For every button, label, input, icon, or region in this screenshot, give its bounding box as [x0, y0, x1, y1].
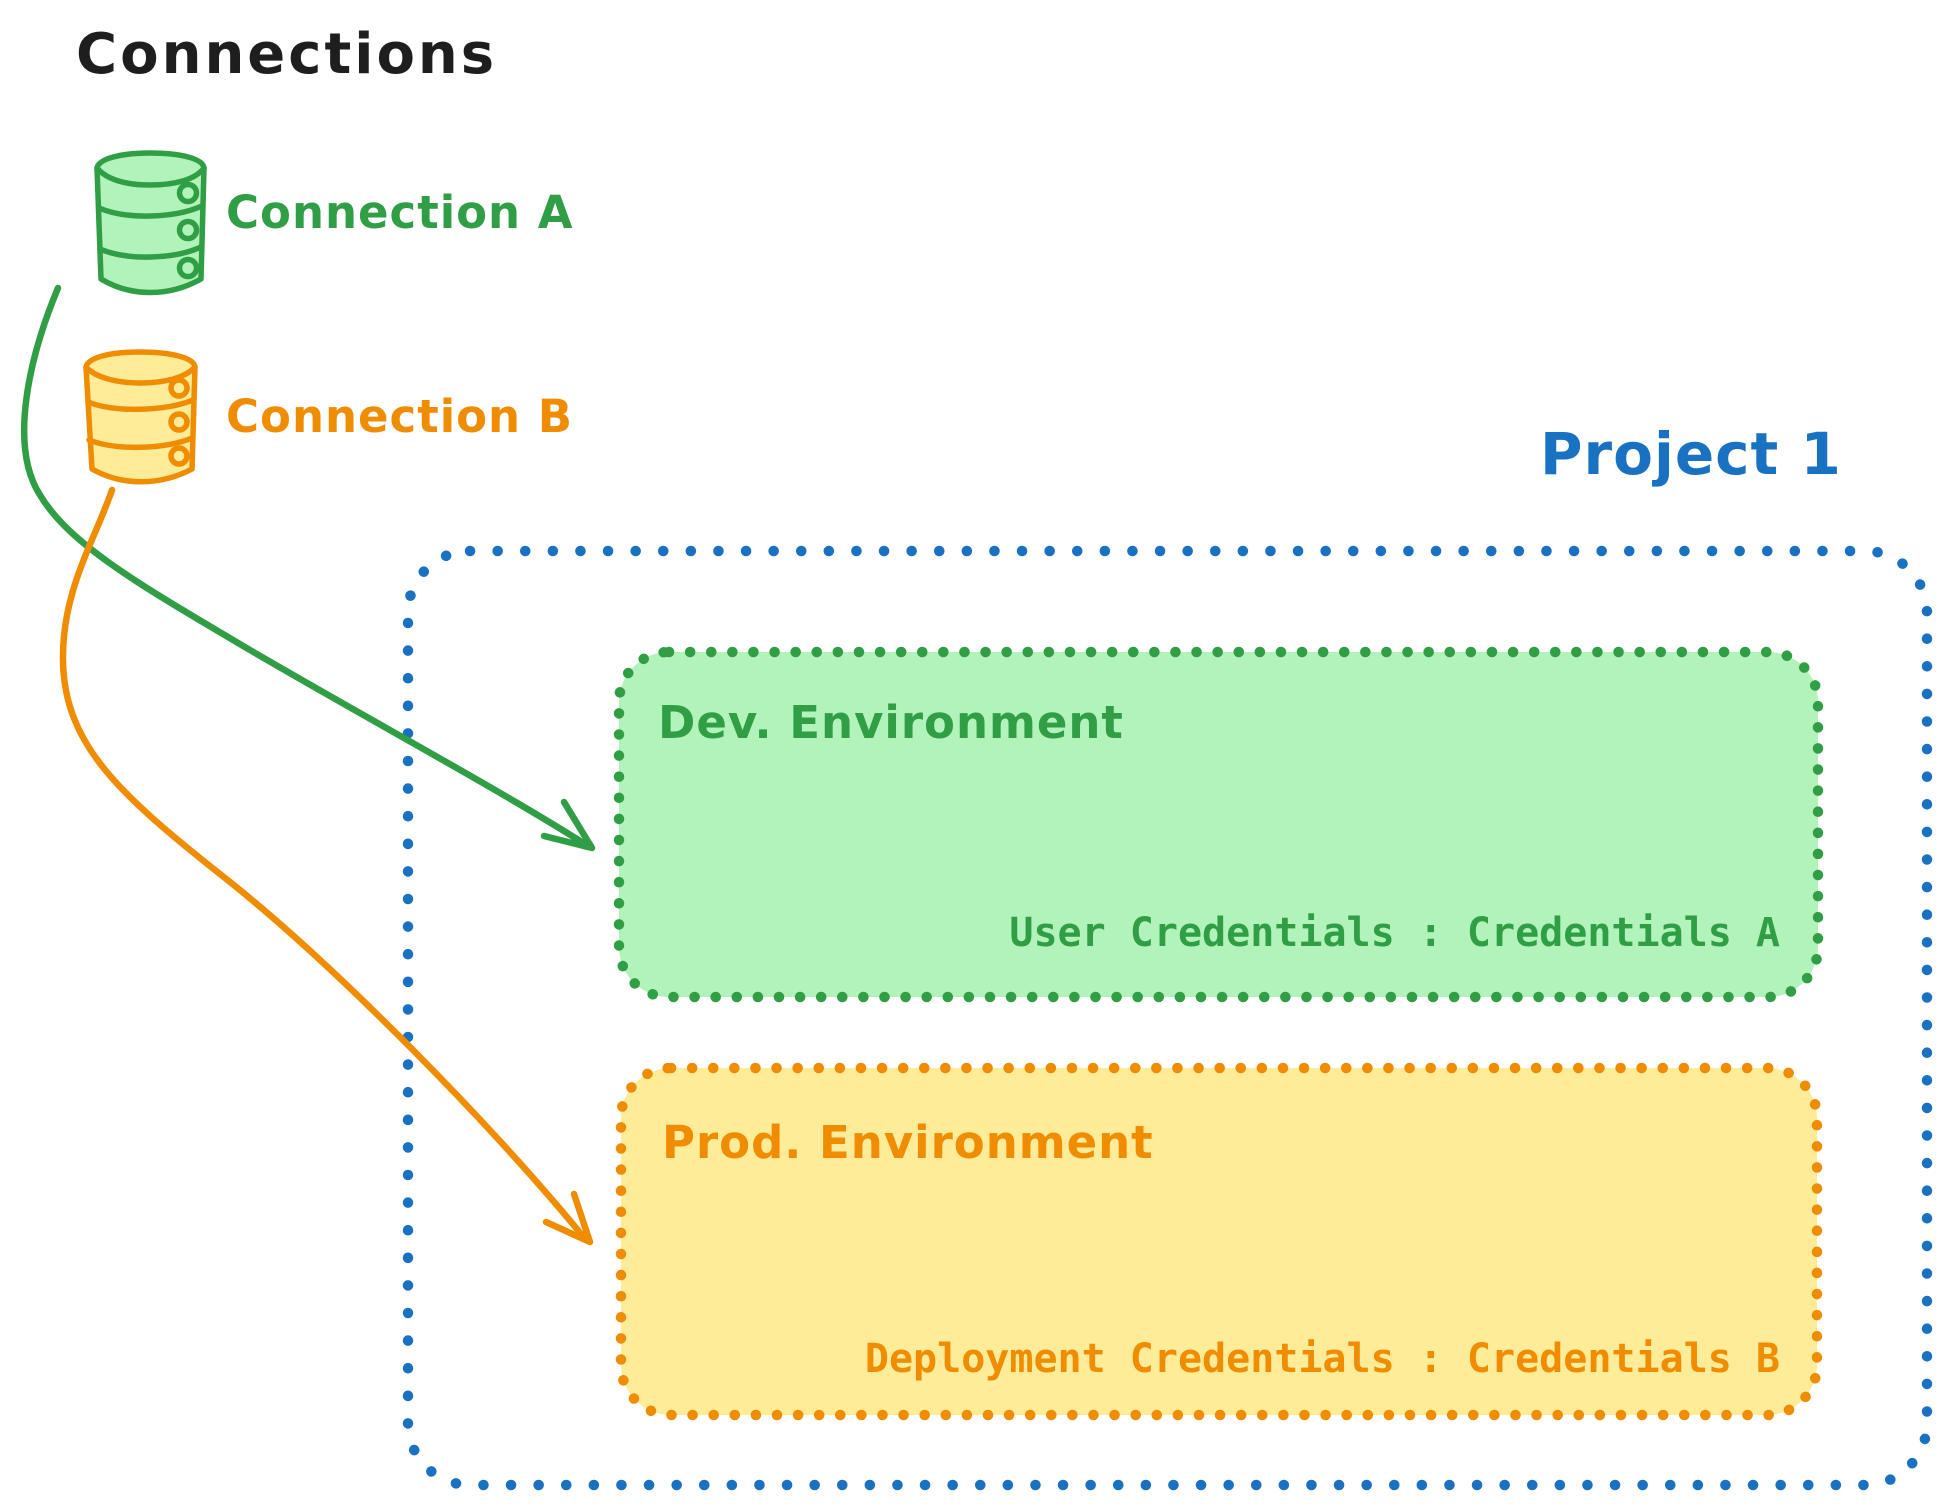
- connection-b-label: Connection B: [226, 390, 574, 443]
- prod-environment-credentials: Deployment Credentials : Credentials B: [864, 1336, 1780, 1382]
- project-1-label: Project 1: [1540, 420, 1842, 488]
- database-icon-connection-a: [94, 150, 207, 296]
- database-icon-connection-b: [83, 349, 198, 485]
- arrowhead: [540, 798, 596, 852]
- prod-environment-box: [615, 1062, 1823, 1421]
- prod-environment-label: Prod. Environment: [662, 1116, 1154, 1169]
- page-title: Connections: [76, 22, 498, 87]
- connection-a-label: Connection A: [226, 186, 574, 239]
- dev-environment-credentials: User Credentials : Credentials A: [1009, 910, 1780, 956]
- arrow-connection-a-to-dev: [20, 284, 596, 852]
- arrowhead: [542, 1190, 594, 1246]
- arrow-connection-b-to-prod: [59, 486, 594, 1246]
- dev-environment-label: Dev. Environment: [658, 696, 1124, 749]
- dev-environment-box: [613, 646, 1824, 1003]
